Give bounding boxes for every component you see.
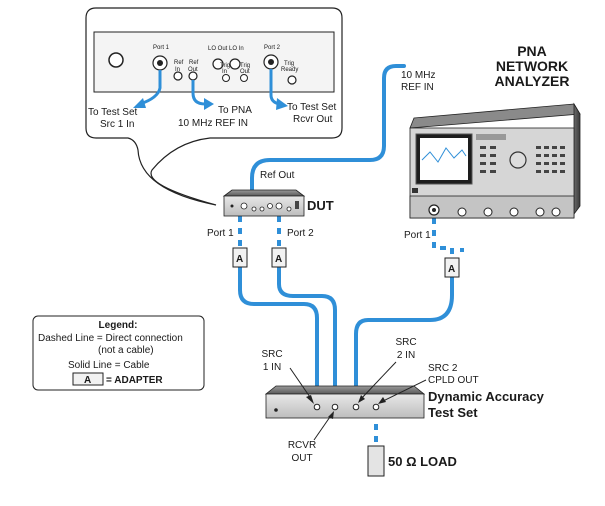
rcvr-out-label-line1: RCVR <box>288 440 316 451</box>
trig-in-connector-icon <box>222 74 230 82</box>
adapter-dut-port2: A <box>271 247 287 268</box>
callout-to-test-set-src1-line2: Src 1 In <box>100 119 134 130</box>
dashed-pna-port1-to-adapter <box>432 218 454 258</box>
src1-in-connector-icon <box>313 403 321 411</box>
callout-to-pna-line2: 10 MHz REF IN <box>178 118 248 129</box>
pna-title-line3: ANALYZER <box>495 73 570 89</box>
src2-in-label-line2: 2 IN <box>397 350 415 361</box>
svg-text:A: A <box>275 254 282 265</box>
dut-port1-label: Port 1 <box>207 228 234 239</box>
src1-in-label-line1: SRC <box>261 349 282 360</box>
panel-trig-out-sub-label: Out <box>240 69 250 75</box>
legend-title: Legend: <box>99 320 138 331</box>
src1-in-label-line2: 1 IN <box>263 362 281 373</box>
callout-to-test-set-rcvr-line1: To Test Set <box>287 102 337 113</box>
pna-ref-in-label: REF IN <box>401 82 434 93</box>
panel-out-label: Out <box>188 67 198 73</box>
panel-ready-label: Ready <box>281 67 298 73</box>
cable-ref-out-to-pna-ref-in <box>250 64 406 208</box>
lo-in-connector-icon <box>229 58 241 70</box>
callout-to-test-set-src1-line1: To Test Set <box>88 107 138 118</box>
dut-label: DUT <box>307 198 334 213</box>
legend-dashed-note: (not a cable) <box>98 345 154 356</box>
trig-out-connector-icon <box>240 74 248 82</box>
src2-cpld-out-connector-icon <box>372 403 380 411</box>
ref-out-label: Ref Out <box>260 170 295 181</box>
legend-adapter-swatch <box>72 372 104 386</box>
arrow-ref-out <box>191 80 206 106</box>
rcvr-out-label-line2: OUT <box>291 453 312 464</box>
legend-adapter-letter: A <box>84 375 91 386</box>
dut-port2-label: Port 2 <box>287 228 314 239</box>
callout-bubble: Port 1 Ref In Ref Out LO Out LO In Trig … <box>85 7 343 206</box>
panel-port2-label: Port 2 <box>264 45 281 51</box>
panel-in-label: In <box>175 67 180 73</box>
load-label: 50 Ω LOAD <box>388 454 457 469</box>
cable-dut-port1-to-src1 <box>238 264 319 408</box>
src2-in-label-line1: SRC <box>395 337 416 348</box>
panel-lo-out-label: LO Out <box>208 46 228 52</box>
panel-port1-label: Port 1 <box>153 45 170 51</box>
panel-trig-in-label: Trig <box>220 63 230 69</box>
dynamic-accuracy-test-set <box>264 385 426 419</box>
src2-in-connector-icon <box>352 403 360 411</box>
rcvr-out-connector-icon <box>331 403 339 411</box>
pna-10mhz-label: 10 MHz <box>401 70 435 81</box>
legend-dashed-line: Dashed Line = Direct connection <box>38 333 183 344</box>
pna-power-icon <box>412 188 418 193</box>
trig-ready-connector-icon <box>287 75 297 85</box>
panel-ref-label: Ref <box>174 60 184 66</box>
callout-to-test-set-rcvr-line2: Rcvr Out <box>293 114 333 125</box>
callout-to-pna-line1: To PNA <box>218 105 252 116</box>
svg-text:A: A <box>448 264 455 275</box>
adapter-pna-port1: A <box>444 257 460 278</box>
load-termination <box>367 445 385 477</box>
ref-in-connector-icon <box>173 71 183 81</box>
power-knob-icon <box>108 52 124 68</box>
panel-lo-in-label: LO In <box>229 46 244 52</box>
cable-dut-port2-to-rcvr <box>277 264 337 410</box>
pna-knob-icon <box>509 151 527 169</box>
test-set-title-line2: Test Set <box>428 405 478 420</box>
pna-title-line2: NETWORK <box>496 58 568 74</box>
lo-out-connector-icon <box>212 58 224 70</box>
pna-title-line1: PNA <box>517 43 547 59</box>
panel-trig-in-sub-label: In <box>222 69 227 75</box>
dut-device <box>222 189 306 217</box>
panel-trig-out-label: Trig <box>240 63 250 69</box>
ref-out-connector-icon <box>188 71 198 81</box>
src2-cpld-out-line1: SRC 2 <box>428 363 458 374</box>
panel-trig-label: Trig <box>284 61 294 67</box>
svg-text:A: A <box>236 254 243 265</box>
panel-ref2-label: Ref <box>189 60 199 66</box>
test-set-title-line1: Dynamic Accuracy <box>428 389 545 404</box>
legend-adapter-text: = ADAPTER <box>106 375 163 386</box>
legend-solid-line: Solid Line = Cable <box>68 360 150 371</box>
pna-network-analyzer <box>409 102 581 219</box>
pna-port1-label: Port 1 <box>404 230 431 241</box>
adapter-dut-port1: A <box>232 247 248 268</box>
cable-pna-port1-to-src2 <box>354 275 454 410</box>
legend: Legend: Dashed Line = Direct connection … <box>32 315 205 391</box>
src2-cpld-out-line2: CPLD OUT <box>428 375 479 386</box>
